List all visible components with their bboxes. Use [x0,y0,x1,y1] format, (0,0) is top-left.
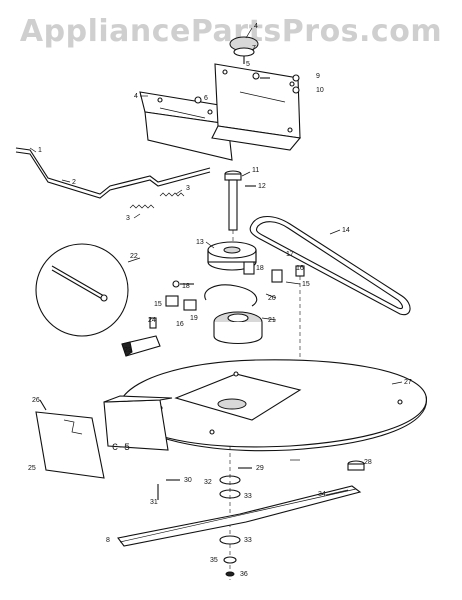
callout-17: 17 [286,251,294,258]
callout-10: 10 [316,87,324,94]
drive-shaft [224,170,256,250]
callout-15-left: 15 [154,301,162,308]
control-rods [15,147,211,209]
callout-4-left: 4 [134,93,138,100]
bracket-assembly [139,36,302,161]
drive-belt [249,215,411,316]
callout-26: 26 [32,397,40,404]
discharge-chute [35,395,173,479]
callout-12: 12 [258,183,266,190]
pulley [207,241,257,271]
callout-14: 14 [342,227,350,234]
small-bracket [121,317,161,357]
callout-31: 31 [150,499,158,506]
callout-11: 11 [252,167,259,174]
callout-21: 21 [268,317,276,324]
callout-1: 1 [38,147,42,154]
callout-6: 6 [204,95,208,102]
callout-19: 19 [190,315,198,322]
callout-7-top: 7 [252,45,256,52]
callout-15-right: 15 [302,281,310,288]
callout-34: 34 [318,491,326,498]
callout-8: 8 [106,537,110,544]
leader-lines [29,27,403,496]
callout-29: 29 [256,465,264,472]
callout-23: 23 [124,347,132,354]
callout-5-top: 5 [246,61,250,68]
callout-25: 25 [28,465,36,472]
callout-labels: 4 7 9 10 5 4 6 1 2 3 3 11 12 14 22 13 17… [28,23,412,578]
callout-13: 13 [196,239,204,246]
callout-4-top: 4 [254,23,258,30]
callout-35: 35 [210,557,218,564]
callout-33-lower: 33 [244,537,252,544]
callout-3-left: 3 [126,215,130,222]
blade-hardware [117,446,365,580]
callout-18-right: 18 [256,265,264,272]
callout-20: 20 [268,295,276,302]
callout-33-upper: 33 [244,493,252,500]
callout-32: 32 [204,479,212,486]
callout-16-right: 16 [296,265,304,272]
callout-28: 28 [364,459,372,466]
callout-24: 24 [148,317,156,324]
callout-30: 30 [184,477,192,484]
callout-22: 22 [130,253,138,260]
callout-27: 27 [404,379,412,386]
callout-36: 36 [240,571,248,578]
detail-inset [35,243,141,337]
callout-9: 9 [316,73,320,80]
diagram-code: C-5 [112,443,131,454]
callout-3-right: 3 [186,185,190,192]
mower-deck [119,359,427,452]
callout-2: 2 [72,179,76,186]
callout-16-left: 16 [176,321,184,328]
callout-18-left: 18 [182,283,190,290]
